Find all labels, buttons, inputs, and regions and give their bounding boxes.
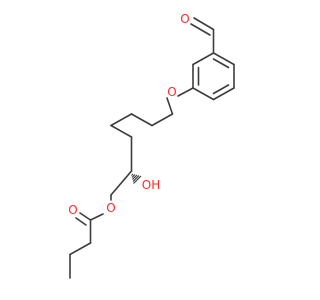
stereo-hash-wedge — [131, 173, 142, 184]
chain-bond-4 — [110, 124, 133, 138]
bond-ester-o-carbonyl — [89, 213, 104, 221]
chain-bond-3 — [110, 113, 133, 127]
bond-aldehyde-co-a — [193, 17, 215, 31]
molecule-canvas: O O OH O O — [68, 12, 235, 279]
ring-inner-bond-a — [212, 58, 230, 69]
ring-bond-4 — [192, 87, 215, 101]
bond-ether-o-chain — [166, 97, 174, 115]
chain-bond-2 — [130, 113, 153, 127]
ring-bond-1 — [212, 52, 235, 66]
structure-drawing: O O OH O O — [68, 12, 235, 279]
bond-ring-ether-o — [177, 87, 194, 97]
bond-carbonyl-b — [75, 217, 87, 226]
ring-inner-bond-b — [212, 84, 230, 95]
chain-bond-1 — [151, 113, 174, 127]
carbonyl-oxygen-label: O — [68, 203, 77, 217]
aldehyde-oxygen-label: O — [180, 12, 189, 26]
hydroxyl-label: OH — [142, 178, 160, 192]
bond-aldehyde-co-b — [190, 23, 211, 36]
butyl-bond-2 — [69, 242, 92, 256]
bond-carbonyl-a — [79, 212, 92, 221]
ester-oxygen-label: O — [106, 201, 115, 215]
ether-oxygen-label: O — [167, 85, 176, 99]
ring-bond-6 — [192, 52, 215, 66]
ring-bond-3 — [212, 87, 235, 101]
bond-ch2-ester — [110, 170, 133, 196]
